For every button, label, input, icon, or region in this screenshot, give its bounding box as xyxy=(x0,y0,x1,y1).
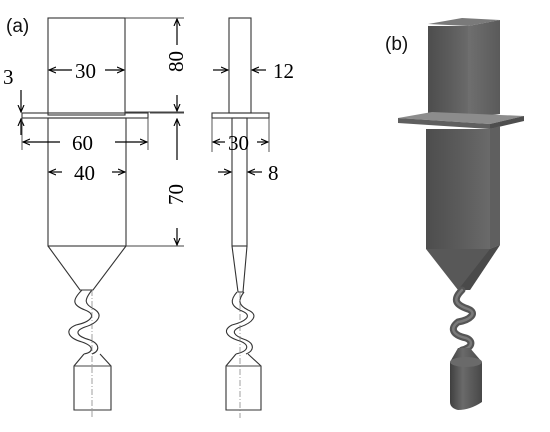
panel-a-label: (a) xyxy=(6,16,29,37)
side-view-drawing xyxy=(211,17,270,418)
panel-b-label: (b) xyxy=(385,34,408,55)
dim-side-lower-thickness: 8 xyxy=(268,161,279,185)
side-view-dimension-lines xyxy=(211,70,270,172)
dim-flange-thickness: 3 xyxy=(3,65,14,89)
dim-side-flange-width: 30 xyxy=(228,131,249,155)
dim-upper-width: 30 xyxy=(75,59,96,83)
dim-upper-height: 80 xyxy=(164,51,188,72)
front-view-drawing xyxy=(21,17,184,418)
dim-side-upper-thickness: 12 xyxy=(273,59,294,83)
dim-lower-height: 70 xyxy=(164,184,188,205)
front-view-dimension-lines xyxy=(21,19,177,245)
dim-flange-width: 60 xyxy=(72,131,93,155)
dim-lower-width: 40 xyxy=(74,161,95,185)
3d-model-render xyxy=(398,18,524,410)
